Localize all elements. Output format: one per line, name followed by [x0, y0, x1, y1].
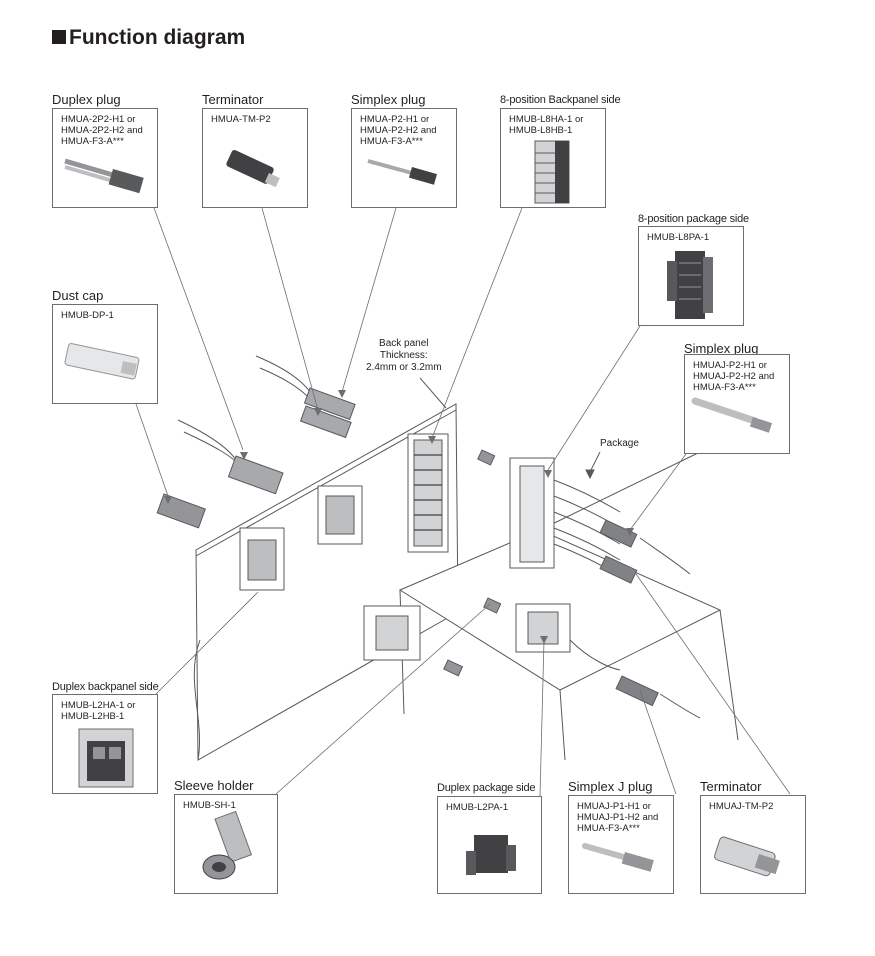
back-panel-note: Back panel Thickness: 2.4mm or 3.2mm — [366, 338, 442, 374]
duplex-housing-left — [239, 527, 285, 591]
leader-duplex-plug — [153, 207, 244, 451]
duplex-package-icon — [466, 835, 516, 875]
leader-simplex-j-plug — [639, 689, 677, 795]
terminator-top-heading: Terminator — [202, 92, 264, 107]
terminator-bottom-heading: Terminator — [700, 779, 762, 794]
simplex-plug-right-heading: Simplex plug — [684, 341, 759, 356]
leader-duplex-backpanel — [155, 591, 259, 695]
terminator-bottom-box: HMUAJ-TM-P2 — [700, 795, 806, 894]
duplex-package-heading: Duplex package side — [437, 782, 536, 794]
leader-terminator-bottom — [635, 573, 791, 795]
simplex-plug-top-box: HMUA-P2-H1 or HMUA-P2-H2 and HMUA-F3-A**… — [351, 108, 457, 208]
dust-cap-heading: Dust cap — [52, 288, 104, 303]
duplex-backpanel-icon — [78, 728, 134, 788]
backpanel-8pos-code: HMUB-L8HA-1 or HMUB-L8HB-1 — [509, 114, 584, 136]
duplex-backpanel-code: HMUB-L2HA-1 or HMUB-L2HB-1 — [61, 700, 136, 722]
duplex-plug-code: HMUA-2P2-H1 or HMUA-2P2-H2 and HMUA-F3-A… — [61, 114, 143, 147]
page-title: Function diagram — [52, 26, 245, 50]
sleeve-holder-box: HMUB-SH-1 — [174, 794, 278, 894]
terminator-top-box: HMUA-TM-P2 — [202, 108, 308, 208]
duplex-package-box: HMUB-L2PA-1 — [437, 796, 542, 894]
sleeve-holder-heading: Sleeve holder — [174, 778, 254, 793]
simplex-j-plug-code: HMUAJ-P1-H1 or HMUAJ-P1-H2 and HMUA-F3-A… — [577, 801, 659, 834]
duplex-package-code: HMUB-L2PA-1 — [446, 802, 509, 813]
simplex-plug-right-code: HMUAJ-P2-H1 or HMUAJ-P2-H2 and HMUA-F3-A… — [693, 360, 775, 393]
back-panel-note-text: Back panel Thickness: 2.4mm or 3.2mm — [366, 338, 442, 373]
duplex-backpanel-box: HMUB-L2HA-1 or HMUB-L2HB-1 — [52, 694, 158, 794]
backpanel-8pos-connector — [407, 433, 449, 553]
simplex-plug-top-code: HMUA-P2-H1 or HMUA-P2-H2 and HMUA-F3-A**… — [360, 114, 437, 147]
leader-terminator-top — [261, 207, 319, 411]
duplex-plug-icon — [64, 158, 144, 194]
dust-cap-icon — [64, 343, 140, 380]
simplex-plug-part — [599, 519, 691, 584]
sleeve-holder-code: HMUB-SH-1 — [183, 800, 236, 811]
sleeve-part-1 — [477, 449, 496, 466]
terminator-top-icon — [226, 149, 280, 188]
package-8pos-code: HMUB-L8PA-1 — [647, 232, 710, 243]
simplex-plug-right-box: HMUAJ-P2-H1 or HMUAJ-P2-H2 and HMUA-F3-A… — [684, 354, 790, 454]
dust-cap-part — [156, 493, 206, 529]
simplex-plug-top-heading: Simplex plug — [351, 92, 426, 107]
simplex-j-plug-heading: Simplex J plug — [568, 779, 653, 794]
backpanel-8pos-box: HMUB-L8HA-1 or HMUB-L8HB-1 — [500, 108, 606, 208]
leader-sleeve-holder — [275, 603, 491, 795]
leader-backpanel-8pos — [431, 207, 523, 439]
simplex-plug-cable — [255, 355, 356, 439]
duplex-plug-heading: Duplex plug — [52, 92, 121, 107]
duplex-backpanel-heading: Duplex backpanel side — [52, 681, 159, 693]
package-8pos-box: HMUB-L8PA-1 — [638, 226, 744, 326]
sleeve-holder-icon — [202, 810, 253, 880]
terminator-top-code: HMUA-TM-P2 — [211, 114, 271, 125]
terminator-bottom-icon — [714, 836, 780, 877]
duplex-plug-cable — [177, 419, 284, 495]
leader-simplex-plug-top — [341, 207, 397, 393]
title-text: Function diagram — [69, 26, 246, 49]
duplex-plug-box: HMUA-2P2-H1 or HMUA-2P2-H2 and HMUA-F3-A… — [52, 108, 158, 208]
backpanel-8pos-heading: 8-position Backpanel side — [500, 94, 621, 106]
leader-dust-cap — [135, 403, 169, 497]
leader-package-8pos — [547, 325, 641, 471]
duplex-housing-mid — [317, 485, 363, 545]
dust-cap-code: HMUB-DP-1 — [61, 310, 114, 321]
sleeve-holder-left — [363, 605, 421, 661]
duplex-package-connector — [515, 603, 621, 671]
package-8pos-heading: 8-position package side — [638, 213, 749, 225]
simplex-j-plug-box: HMUAJ-P1-H1 or HMUAJ-P1-H2 and HMUA-F3-A… — [568, 795, 674, 894]
sleeve-part-3 — [443, 659, 464, 677]
simplex-plug-top-icon — [367, 159, 437, 185]
leader-duplex-package — [539, 639, 545, 797]
dust-cap-box: HMUB-DP-1 — [52, 304, 158, 404]
simplex-j-plug-icon — [582, 843, 654, 872]
backpanel-8pos-icon — [534, 140, 570, 204]
simplex-j-plug-part — [615, 675, 701, 719]
sleeve-part-2 — [483, 597, 502, 614]
title-square-icon — [52, 30, 66, 44]
terminator-bottom-code: HMUAJ-TM-P2 — [709, 801, 774, 812]
simplex-plug-right-icon — [691, 397, 773, 433]
package-note: Package — [600, 438, 639, 449]
package-8pos-icon — [667, 251, 713, 319]
leader-simplex-plug-right — [629, 453, 687, 531]
